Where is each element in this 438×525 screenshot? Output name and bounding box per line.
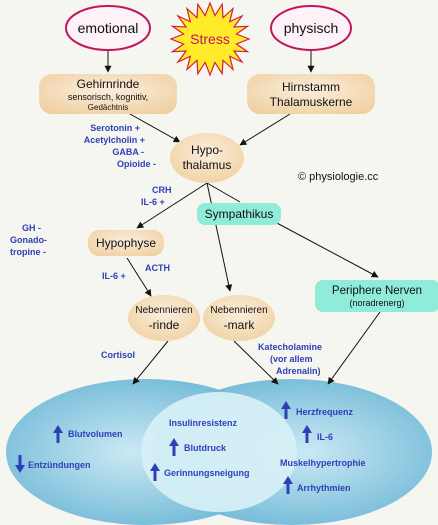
label-cortisol: Cortisol — [101, 350, 135, 360]
label-gh: GH - — [22, 223, 41, 233]
emotional-label: emotional — [78, 20, 139, 36]
neuro-label-acetylcholin: Acetylcholin + — [84, 135, 145, 145]
arrow-hypophyse-nnrinde — [126, 257, 152, 297]
arrow-hypothalamus-hypophyse — [136, 182, 208, 229]
arrow-gehirnrinde-hypothalamus — [129, 113, 181, 143]
effect-il6: IL-6 — [317, 432, 333, 442]
label-adrenalin: Adrenalin) — [276, 366, 321, 376]
hirnstamm-line2: Thalamuskerne — [270, 95, 353, 109]
venn-overlap — [141, 392, 297, 512]
hypophyse-label: Hypophyse — [96, 236, 156, 250]
effect-entzuendungen: Entzündungen — [28, 460, 91, 470]
label-gonado: Gonado- — [10, 235, 47, 245]
nnrinde-line1: Nebennieren — [135, 305, 192, 316]
copyright-text: © physiologie.cc — [298, 171, 379, 183]
label-acth: ACTH — [145, 263, 170, 273]
node-hirnstamm: Hirnstamm Thalamuskerne — [247, 74, 375, 114]
node-hypothalamus: Hypo- thalamus — [170, 133, 244, 183]
nnrinde-line2: -rinde — [149, 318, 180, 332]
effect-insulinresistenz: Insulinresistenz — [169, 418, 238, 428]
arrow-up-icon — [169, 438, 179, 456]
neuro-label-serotonin: Serotonin + — [90, 123, 140, 133]
node-nebennierenmark: Nebennieren -mark — [203, 295, 275, 341]
gehirnrinde-sub1: sensorisch, kognitiv, — [68, 92, 148, 102]
nerven-line1: Periphere Nerven — [332, 285, 422, 297]
effect-muskelhypertrophie: Muskelhypertrophie — [280, 458, 366, 468]
arrow-nnmark-venn — [233, 340, 279, 385]
arrow-up-icon — [150, 463, 160, 481]
arrow-hypothalamus-nnmark — [206, 182, 233, 292]
arrow-nerven-venn — [327, 311, 381, 385]
effect-blutvolumen: Blutvolumen — [68, 429, 123, 439]
arrow-sympathikus-nerven — [274, 221, 379, 278]
label-il6: IL-6 + — [141, 197, 165, 207]
label-il6-2: IL-6 + — [102, 271, 126, 281]
effect-gerinnungsneigung: Gerinnungsneigung — [164, 468, 250, 478]
nnmark-line2: -mark — [224, 318, 256, 332]
neuro-label-gaba: GABA - — [112, 147, 144, 157]
neuro-label-opioide: Opioide - — [117, 159, 156, 169]
gehirnrinde-title: Gehirnrinde — [77, 77, 140, 91]
hirnstamm-line1: Hirnstamm — [282, 80, 340, 94]
arrow-up-icon — [302, 425, 312, 443]
nerven-line2: (noradrenerg) — [349, 298, 404, 308]
arrow-up-icon — [281, 401, 291, 419]
stress-label: Stress — [190, 31, 230, 47]
node-periphere-nerven: Periphere Nerven (noradrenerg) — [315, 280, 438, 312]
node-emotional: emotional — [65, 5, 151, 51]
arrow-down-icon — [15, 455, 25, 473]
label-crh: CRH — [152, 185, 172, 195]
label-tropine: tropine - — [10, 247, 46, 257]
node-stress: Stress — [169, 1, 251, 77]
effect-arrhythmien: Arrhythmien — [297, 483, 351, 493]
sympathikus-label: Sympathikus — [205, 207, 274, 221]
gehirnrinde-sub2: Gedächtnis — [88, 103, 128, 112]
arrow-nnrinde-venn — [132, 340, 169, 385]
hypothalamus-line1: Hypo- — [191, 143, 223, 157]
effect-herzfrequenz: Herzfrequenz — [296, 407, 354, 417]
nnmark-line1: Nebennieren — [210, 305, 267, 316]
hypothalamus-line2: thalamus — [183, 158, 232, 172]
line-hypothalamus-sympathikus — [206, 182, 241, 203]
arrow-up-icon — [283, 476, 293, 494]
node-physisch: physisch — [270, 5, 352, 51]
label-katecholamine: Katecholamine — [258, 342, 322, 352]
node-nebennierenrinde: Nebennieren -rinde — [128, 295, 200, 341]
arrow-up-icon — [53, 425, 63, 443]
node-sympathikus: Sympathikus — [197, 203, 281, 225]
effect-blutdruck: Blutdruck — [184, 443, 227, 453]
arrow-hirnstamm-hypothalamus — [239, 113, 291, 146]
stress-star-icon — [169, 1, 251, 77]
node-hypophyse: Hypophyse — [88, 230, 164, 256]
physisch-label: physisch — [284, 20, 338, 36]
node-gehirnrinde: Gehirnrinde sensorisch, kognitiv, Gedäch… — [39, 74, 177, 114]
label-vor-allem: (vor allem — [270, 354, 313, 364]
